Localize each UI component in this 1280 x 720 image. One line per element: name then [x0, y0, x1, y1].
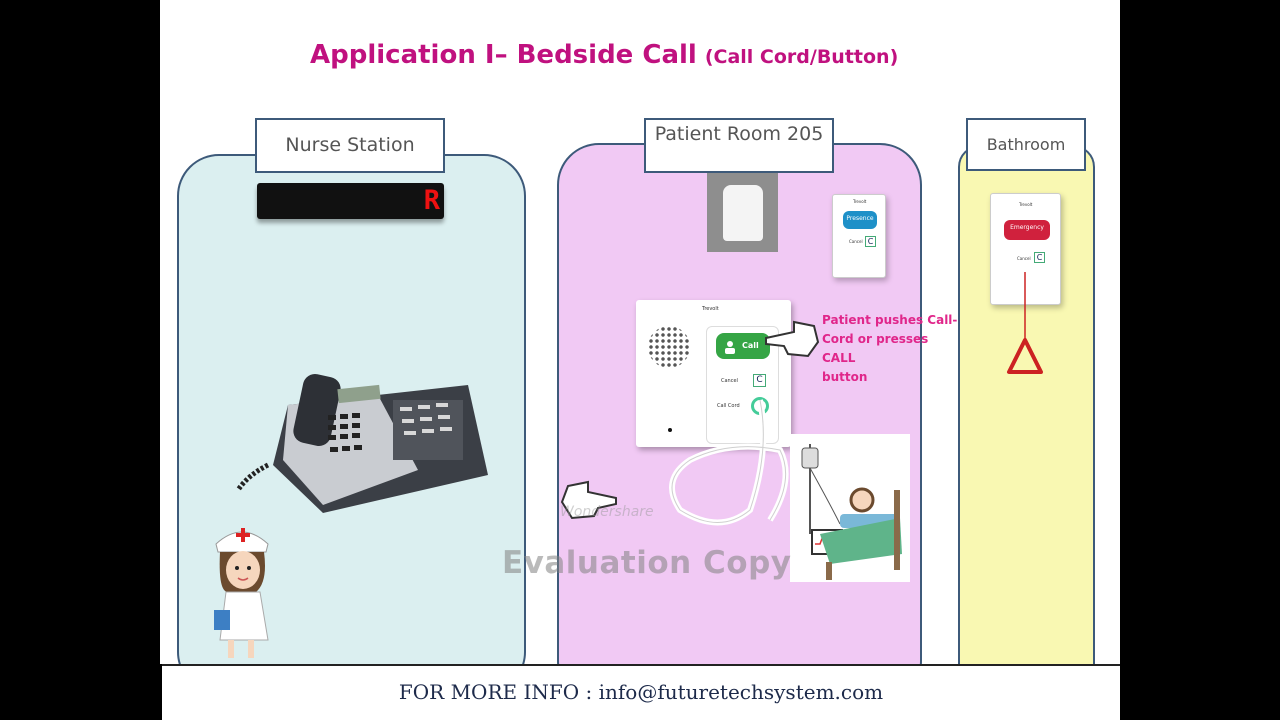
presence-cancel-label: Cancel — [849, 239, 863, 244]
presence-brand: Trevolt — [853, 199, 867, 204]
pointing-hand-cord-icon — [560, 480, 617, 520]
presence-button-plate: Trevolt Presence Cancel C — [832, 194, 886, 278]
patient-in-bed-icon — [790, 434, 910, 582]
footer-info: FOR MORE INFO : info@futuretechsystem.co… — [398, 680, 884, 704]
call-cord-label: Call Cord — [717, 403, 740, 409]
call-panel: Call Cancel C Call Cord — [706, 326, 779, 444]
led-display: R — [257, 183, 444, 219]
desk-phone-icon — [235, 374, 488, 513]
call-cord-icon — [669, 399, 789, 526]
person-icon — [724, 339, 736, 354]
call-cancel-label: Cancel — [721, 378, 738, 384]
nurse-station-label: Nurse Station — [255, 118, 445, 173]
pull-cord-icon[interactable] — [1005, 272, 1045, 378]
call-button-label: Call — [742, 341, 759, 350]
bathroom-label: Bathroom — [966, 118, 1086, 171]
led-text: R — [423, 185, 440, 216]
emergency-brand: Trevolt — [1019, 202, 1033, 207]
title-main: Application I– Bedside Call — [310, 40, 697, 70]
emergency-cancel-key[interactable]: C — [1034, 252, 1045, 263]
watermark-brand: Wondershare — [560, 504, 654, 520]
slide: Application I– Bedside Call (Call Cord/Bu… — [160, 0, 1120, 664]
slide-title: Application I– Bedside Call (Call Cord/Bu… — [310, 40, 990, 70]
emergency-button-plate: Trevolt Emergency Cancel C — [990, 193, 1061, 305]
pointing-hand-icon — [765, 320, 820, 358]
call-cancel-key[interactable]: C — [753, 374, 766, 387]
watermark-text: Evaluation Copy — [502, 545, 792, 581]
call-unit-brand: Trevolt — [702, 306, 719, 312]
callout-text: Patient pushes Call- Cord or presses CAL… — [822, 313, 958, 384]
presence-cancel-key[interactable]: C — [865, 236, 876, 247]
emergency-cancel-label: Cancel — [1017, 256, 1031, 261]
microphone-dot — [668, 428, 672, 432]
emergency-button[interactable]: Emergency — [1004, 220, 1050, 240]
title-subtitle: (Call Cord/Button) — [704, 46, 899, 68]
patient-room-label: Patient Room 205 — [644, 118, 834, 173]
footer: FOR MORE INFO : info@futuretechsystem.co… — [162, 664, 1120, 720]
motion-sensor — [707, 173, 778, 252]
speaker-grille — [648, 326, 690, 368]
presence-button[interactable]: Presence — [843, 211, 877, 229]
nurse-illustration-icon — [214, 528, 269, 658]
call-button[interactable]: Call — [716, 333, 770, 359]
